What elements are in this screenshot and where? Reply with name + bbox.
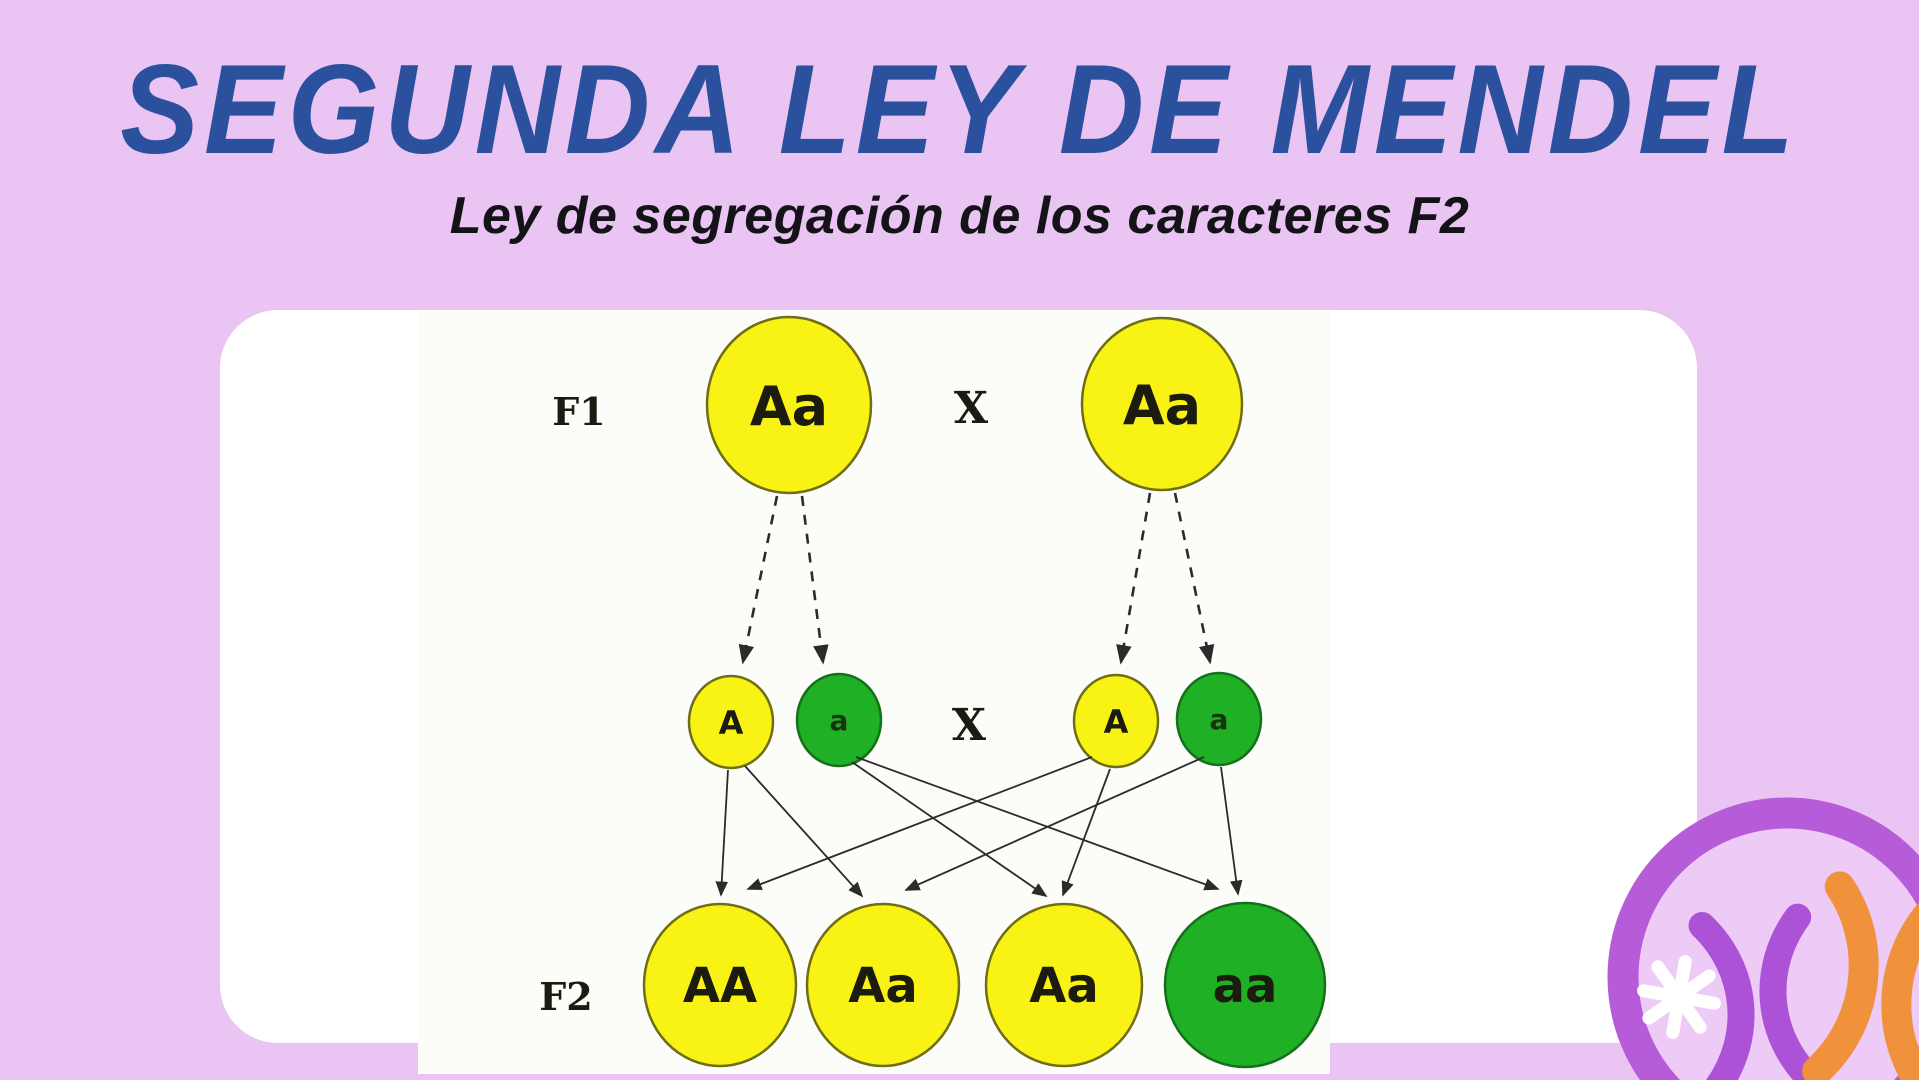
fertilization-arrow	[715, 769, 729, 897]
f2-label-Aa-2: Aa	[1029, 958, 1099, 1014]
fertilization-arrow	[1220, 766, 1243, 896]
fertilization-arrow	[904, 756, 1205, 891]
segregation-arrow	[1173, 492, 1215, 665]
fertilization-arrow	[746, 756, 1093, 891]
gamete-circle-a2	[1175, 671, 1263, 767]
f1-parent-label-1: Aa	[750, 375, 828, 438]
f2-circle-Aa-1	[805, 902, 961, 1068]
f2-circle-AA	[642, 902, 798, 1068]
f2-label-aa: aa	[1213, 958, 1278, 1014]
f2-circle-Aa-2	[984, 902, 1144, 1068]
f1-cross-symbol: X	[954, 383, 989, 434]
segregation-arrow	[1116, 492, 1152, 665]
gamete-circle-A2	[1072, 673, 1160, 769]
gamete-cross-symbol: X	[952, 700, 987, 751]
f1-parent-circle-2	[1080, 316, 1244, 492]
page-title: SEGUNDA LEY DE MENDEL	[120, 38, 1799, 182]
f2-label-AA: AA	[683, 958, 757, 1014]
chromosome-decoration	[1607, 797, 1919, 1080]
f2-row-label: F2	[539, 974, 592, 1019]
fertilization-arrow	[744, 765, 864, 898]
gamete-label-A2: A	[1104, 703, 1129, 741]
gamete-circle-A1	[687, 674, 775, 770]
page-subtitle: Ley de segregación de los caracteres F2	[449, 187, 1470, 245]
f1-parent-circle-1	[705, 315, 873, 495]
chromosome-icon-purple	[1688, 903, 1826, 1080]
fertilization-arrow	[855, 756, 1220, 891]
f1-row-label: F1	[552, 389, 605, 434]
mendel-cross-diagram: F1 Aa X Aa A a X A a F2 AA Aa	[418, 310, 1330, 1074]
gamete-label-a2: a	[1210, 703, 1229, 736]
f2-label-Aa-1: Aa	[848, 958, 918, 1014]
asterisk-icon	[1637, 955, 1721, 1039]
gamete-label-a1: a	[830, 704, 849, 737]
f2-circle-aa	[1163, 901, 1327, 1069]
fertilization-arrow	[851, 761, 1048, 898]
segregation-arrow	[800, 495, 829, 665]
chromosome-icon-orange	[1802, 871, 1919, 1080]
gamete-circle-a1	[795, 672, 883, 768]
fertilization-arrow	[1061, 768, 1111, 897]
f1-parent-label-2: Aa	[1123, 374, 1201, 437]
gamete-label-A1: A	[719, 704, 744, 742]
segregation-arrow	[738, 495, 779, 665]
